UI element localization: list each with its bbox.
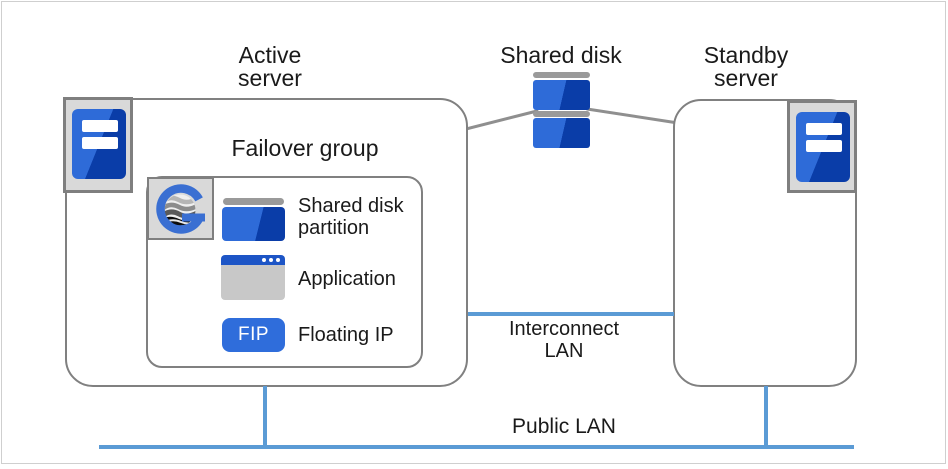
application-window-icon [221,255,285,300]
server-tower-front [796,112,850,182]
shared-disk-icon [533,72,590,149]
window-dot-icon [262,257,267,263]
server-tower-icon [787,100,857,193]
shared-disk-partition-label: Shared disk partition [298,195,404,239]
server-tower-front [72,109,126,179]
server-slot [82,120,118,132]
disk-to-active-line [460,109,539,132]
window-titlebar [221,255,285,265]
shared-disk-partition-icon [222,198,285,241]
cluster-logo-icon [147,177,214,240]
floating-ip-badge: FIP [222,318,285,352]
server-tower-icon [63,97,133,193]
window-dot-icon [276,257,281,263]
server-slot [806,123,842,135]
window-dot-icon [269,257,274,263]
disk-cap [533,111,590,117]
public-lan-line [99,445,854,449]
disk-platter [533,118,590,148]
active-server-label: Active server [238,42,302,91]
disk-platter [533,80,590,110]
disk-cap [223,198,284,205]
failover-group-box [146,176,423,368]
disk-platter [222,207,285,241]
disk-to-standby-line [585,107,680,125]
floating-ip-label: Floating IP [298,324,394,346]
interconnect-lan-label: Interconnect LAN [508,318,620,362]
public-lan-label: Public LAN [512,415,616,438]
active-to-public-lan-line [263,386,267,446]
disk-cap [533,72,590,78]
standby-server-label: Standby server [703,42,789,91]
shared-disk-label: Shared disk [500,42,622,68]
server-slot [82,137,118,149]
cluster-logo-glyph [155,183,205,234]
server-slot [806,140,842,152]
failover-group-label: Failover group [231,135,379,161]
application-label: Application [298,268,396,290]
interconnect-lan-line [468,312,674,316]
window-body [221,265,285,300]
standby-to-public-lan-line [764,386,768,446]
